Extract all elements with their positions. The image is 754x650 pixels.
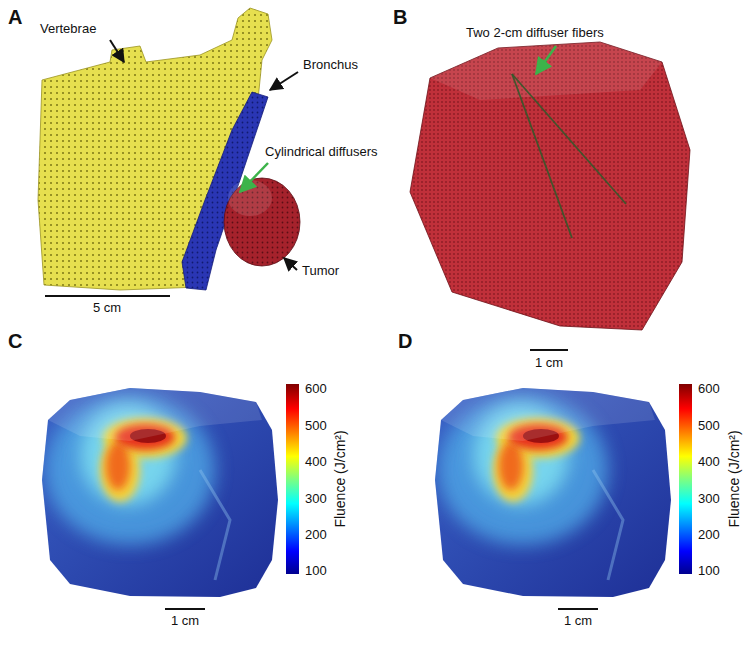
colorbar-tick: 500: [305, 419, 327, 434]
colorbar-tick: 100: [698, 564, 720, 579]
colorbar-tick: 300: [698, 492, 720, 507]
colorbar-tick: 300: [305, 492, 327, 507]
colorbar-tick: 100: [305, 564, 327, 579]
fluence-hotspot: [45, 388, 262, 580]
tumor-top-face: [430, 42, 662, 100]
colorbar-tick: 500: [698, 419, 720, 434]
leader-arrow: [536, 46, 556, 74]
leader-arrow: [110, 40, 124, 62]
panel-letter: A: [8, 6, 22, 29]
colorbar-tick: 400: [305, 455, 327, 470]
callout-note: Two 2-cm diffuser fibers: [466, 26, 604, 41]
scale-label: 1 cm: [171, 614, 199, 629]
panel-letter: C: [8, 330, 22, 353]
fluence-map: [435, 388, 671, 597]
part-name: Tumor: [302, 264, 339, 279]
colorbar-tick: 400: [698, 455, 720, 470]
panel-letter: D: [398, 330, 412, 353]
tumor-volume: [42, 388, 278, 597]
axis-title: Fluence (J/cm²): [726, 430, 742, 527]
part-name: Cylindrical diffusers: [265, 145, 377, 160]
colorbar-tick: 200: [698, 528, 720, 543]
part-name: Vertebrae: [40, 22, 96, 37]
colorbar-tick: 600: [698, 382, 720, 397]
scale-label: 1 cm: [535, 356, 563, 371]
colorbar: [286, 384, 299, 574]
diffuser-fiber: [512, 74, 572, 238]
scale-bar: [530, 349, 568, 351]
tumor-mesh: [410, 42, 690, 330]
fluence-map: [42, 388, 278, 597]
panel-a-model: [38, 8, 300, 296]
panel-b-model: [410, 42, 690, 350]
diffuser-fiber: [512, 74, 626, 204]
scale-label: 1 cm: [564, 614, 592, 629]
colorbar-tick: 600: [305, 382, 327, 397]
scale-bar: [558, 608, 598, 610]
scale-bar: [45, 295, 170, 297]
leader-arrow: [284, 258, 297, 270]
scale-label: 5 cm: [93, 301, 121, 316]
scale-bar: [165, 608, 205, 610]
part-name: Bronchus: [303, 58, 358, 73]
axis-title: Fluence (J/cm²): [332, 430, 348, 527]
panel-letter: B: [393, 6, 407, 29]
tumor-top-face: [228, 180, 272, 216]
leader-arrow: [270, 72, 298, 90]
colorbar-tick: 200: [305, 528, 327, 543]
leader-arrow: [240, 163, 268, 192]
colorbar: [679, 384, 692, 574]
tumor-mesh: [224, 178, 300, 266]
